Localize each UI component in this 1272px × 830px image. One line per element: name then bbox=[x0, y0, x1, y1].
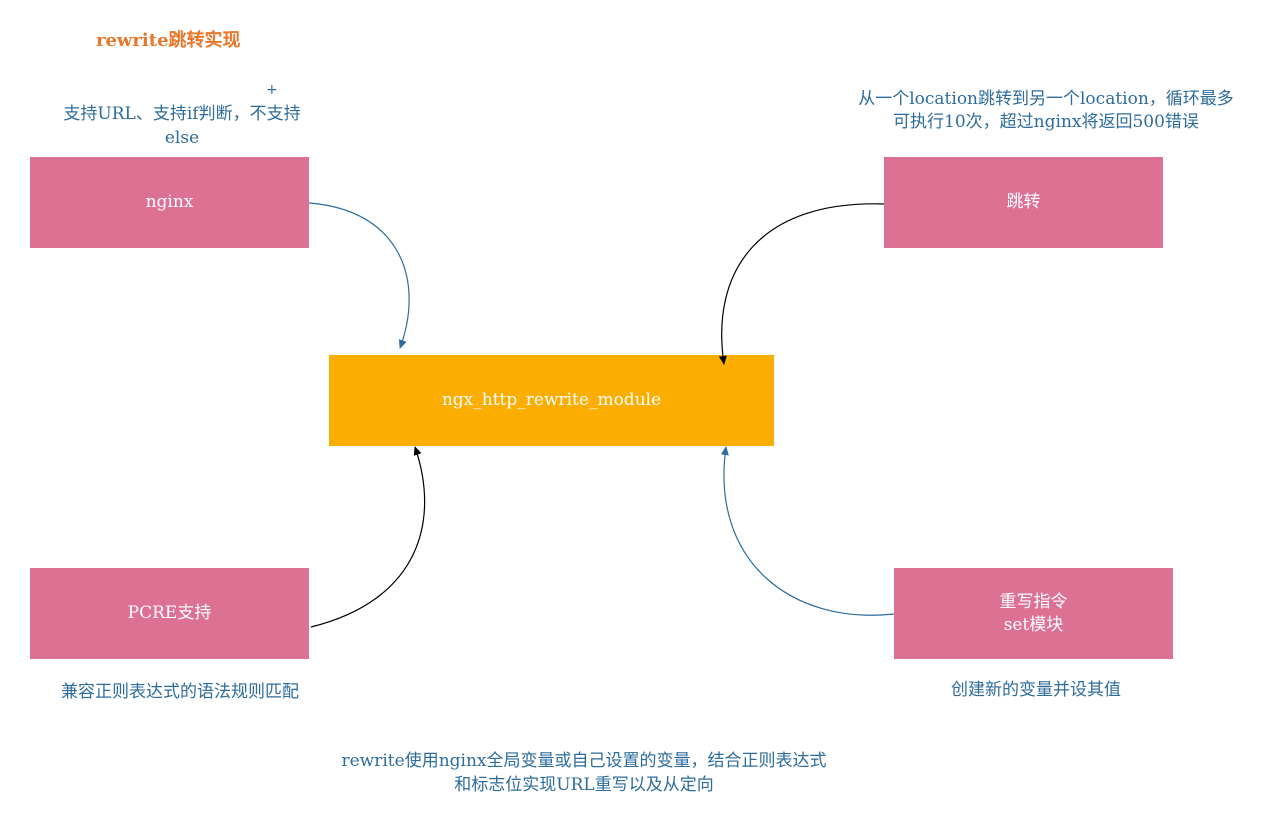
nginx-node-label: nginx bbox=[145, 192, 194, 213]
pcre-to-module-arrow bbox=[310, 446, 426, 628]
pcre-note-text: 兼容正则表达式的语法规则匹配 bbox=[61, 682, 299, 702]
diagram-title: rewrite跳转实现 bbox=[96, 30, 241, 51]
rewrite-cmd-to-module-arrow bbox=[720, 446, 895, 616]
nginx-note-text: 支持URL、支持if判断，不支持else bbox=[63, 104, 301, 148]
bottom-note: rewrite使用nginx全局变量或自己设置的变量，结合正则表达式和标志位实现… bbox=[336, 749, 832, 797]
bottom-note-text: rewrite使用nginx全局变量或自己设置的变量，结合正则表达式和标志位实现… bbox=[341, 751, 827, 795]
nginx-node[interactable]: nginx bbox=[30, 157, 309, 248]
jump-node-label: 跳转 bbox=[1006, 192, 1041, 213]
rewrite-cmd-note-text: 创建新的变量并设其值 bbox=[951, 680, 1121, 700]
nginx-note: 支持URL、支持if判断，不支持else bbox=[58, 102, 306, 150]
jump-node[interactable]: 跳转 bbox=[884, 157, 1163, 248]
pcre-node-label: PCRE支持 bbox=[127, 603, 212, 624]
plus-icon: + bbox=[266, 82, 278, 98]
jump-to-module-arrow bbox=[718, 203, 885, 365]
rewrite-cmd-note: 创建新的变量并设其值 bbox=[920, 678, 1152, 702]
nginx-to-module-arrow bbox=[308, 202, 410, 349]
rewrite-cmd-label-line1: 重写指令 bbox=[999, 591, 1068, 612]
jump-note: 从一个location跳转到另一个location，循环最多可执行10次，超过n… bbox=[856, 88, 1236, 134]
jump-note-text: 从一个location跳转到另一个location，循环最多可执行10次，超过n… bbox=[858, 89, 1234, 132]
rewrite-module-node[interactable]: ngx_http_rewrite_module bbox=[329, 355, 774, 446]
pcre-note: 兼容正则表达式的语法规则匹配 bbox=[30, 680, 330, 704]
rewrite-module-label: ngx_http_rewrite_module bbox=[441, 390, 662, 411]
pcre-node[interactable]: PCRE支持 bbox=[30, 568, 309, 659]
rewrite-cmd-label-line2: set模块 bbox=[1003, 614, 1064, 635]
rewrite-cmd-node[interactable]: 重写指令 set模块 bbox=[894, 568, 1173, 659]
